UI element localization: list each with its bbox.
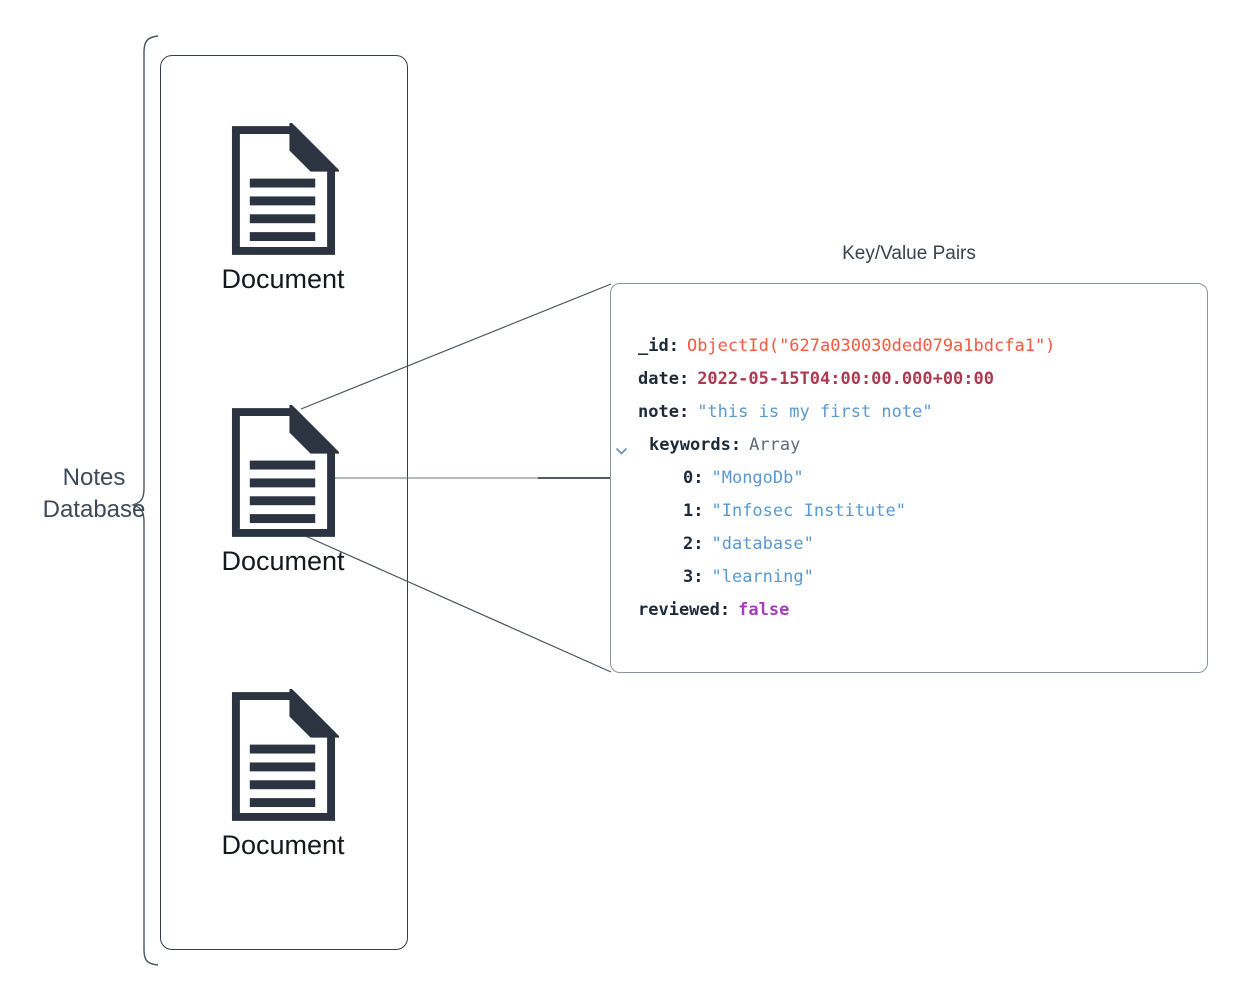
field-value: "database" (711, 534, 814, 554)
document-label: Document (221, 264, 345, 294)
field-row-2: 2: "database" (614, 528, 1207, 561)
document-item-3: Document (207, 689, 359, 861)
field-value: 2022-05-15T04:00:00.000+00:00 (697, 369, 994, 389)
field-key: 2: (683, 534, 704, 554)
field-value: ObjectId("627a030030ded079a1bdcfa1") (686, 336, 1056, 356)
field-row-1: 1: "Infosec Institute" (614, 495, 1207, 528)
field-key: 0: (683, 468, 704, 488)
field-key: _id: (638, 336, 679, 356)
document-item-1: Document (207, 123, 359, 295)
field-key: date: (638, 369, 690, 389)
field-row-note: note: "this is my first note" (614, 396, 1207, 429)
panel-title: Key/Value Pairs (842, 243, 976, 264)
field-value: false (738, 600, 790, 620)
field-key: reviewed: (638, 600, 731, 620)
document-label: Document (221, 830, 345, 860)
key-value-panel: _id: ObjectId("627a030030ded079a1bdcfa1")… (610, 283, 1208, 673)
field-value: "learning" (711, 567, 814, 587)
document-item-2: Document (207, 405, 359, 577)
field-row-reviewed: reviewed: false (614, 594, 1207, 627)
document-icon (231, 689, 339, 821)
field-row-_id: _id: ObjectId("627a030030ded079a1bdcfa1") (614, 330, 1207, 363)
database-label: Notes Database (18, 462, 170, 526)
field-value: Array (749, 435, 801, 455)
callout-line-top (300, 283, 612, 410)
field-value: "Infosec Institute" (711, 501, 906, 521)
field-row-0: 0: "MongoDb" (614, 462, 1207, 495)
field-key: keywords: (649, 435, 742, 455)
field-value: "MongoDb" (711, 468, 804, 488)
field-key: note: (638, 402, 690, 422)
callout-line-bottom (300, 533, 612, 673)
database-label-line2: Database (42, 496, 146, 523)
field-row-date: date: 2022-05-15T04:00:00.000+00:00 (614, 363, 1207, 396)
chevron-down-icon[interactable] (614, 429, 638, 462)
field-row-3: 3: "learning" (614, 561, 1207, 594)
document-icon (231, 123, 339, 255)
field-key: 1: (683, 501, 704, 521)
database-brace (130, 35, 159, 966)
database-label-line1: Notes (62, 464, 126, 491)
field-value: "this is my first note" (697, 402, 933, 422)
collection-container (160, 55, 408, 950)
field-key: 3: (683, 567, 704, 587)
document-icon (231, 405, 339, 537)
field-row-keywords: keywords: Array (614, 429, 1207, 462)
document-label: Document (221, 546, 345, 576)
